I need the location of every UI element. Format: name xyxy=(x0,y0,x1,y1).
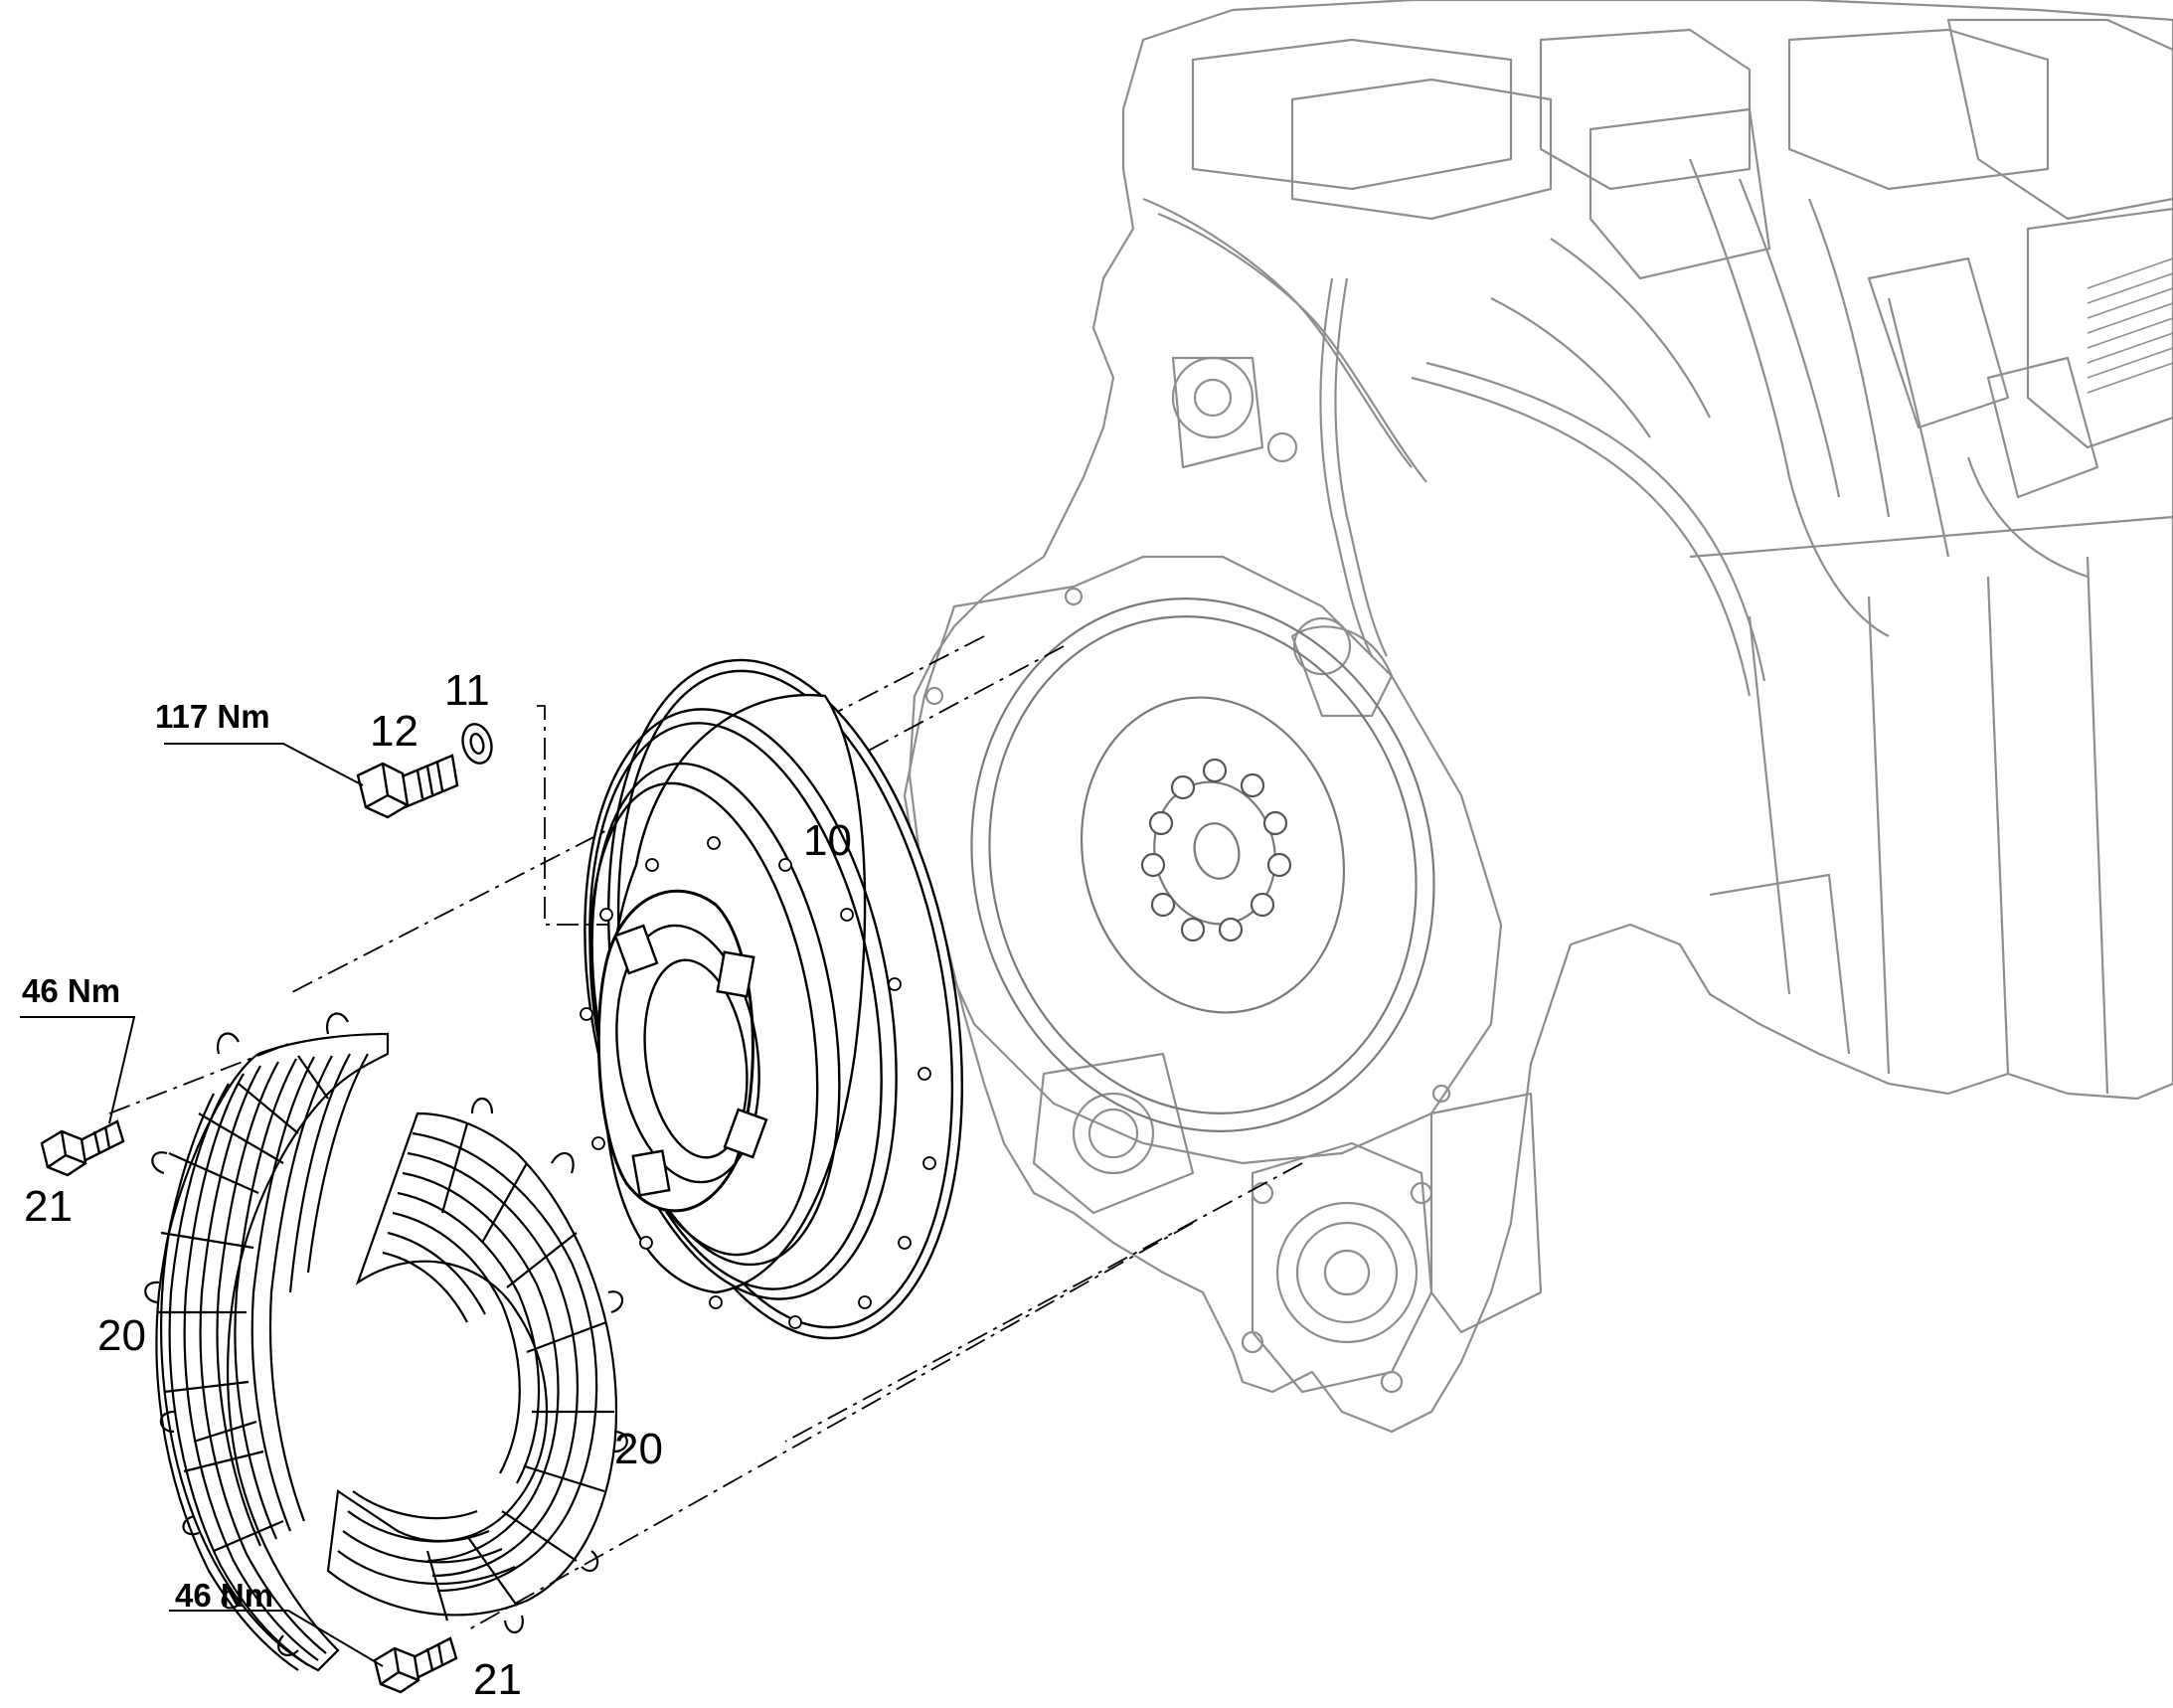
engine-block-icon xyxy=(908,0,2173,1434)
coupling-housing-icon xyxy=(580,658,964,1340)
callout-21-lower: 21 xyxy=(473,1655,522,1704)
torque-117: 117 Nm xyxy=(155,698,270,735)
hex-bolt-21-upper-icon xyxy=(40,1119,125,1177)
flywheel-icon xyxy=(970,598,1435,1132)
callout-10: 10 xyxy=(803,816,852,865)
hex-bolt-21-lower-icon xyxy=(373,1636,458,1694)
torque-46-lower: 46 Nm xyxy=(175,1577,274,1614)
callout-11: 11 xyxy=(444,666,490,715)
torque-46-upper: 46 Nm xyxy=(22,972,121,1009)
fan-guard-left-icon xyxy=(144,1012,390,1672)
washer-11-icon xyxy=(461,723,493,765)
callout-12: 12 xyxy=(370,707,418,756)
fan-guard-right-icon xyxy=(326,1097,628,1633)
hex-bolt-12-icon xyxy=(356,754,459,819)
callout-20-left: 20 xyxy=(97,1311,146,1360)
flywheel-housing-icon xyxy=(903,555,1503,1165)
callout-20-right: 20 xyxy=(614,1425,663,1473)
callout-21-upper: 21 xyxy=(24,1182,73,1231)
leader-lines xyxy=(20,743,384,1667)
